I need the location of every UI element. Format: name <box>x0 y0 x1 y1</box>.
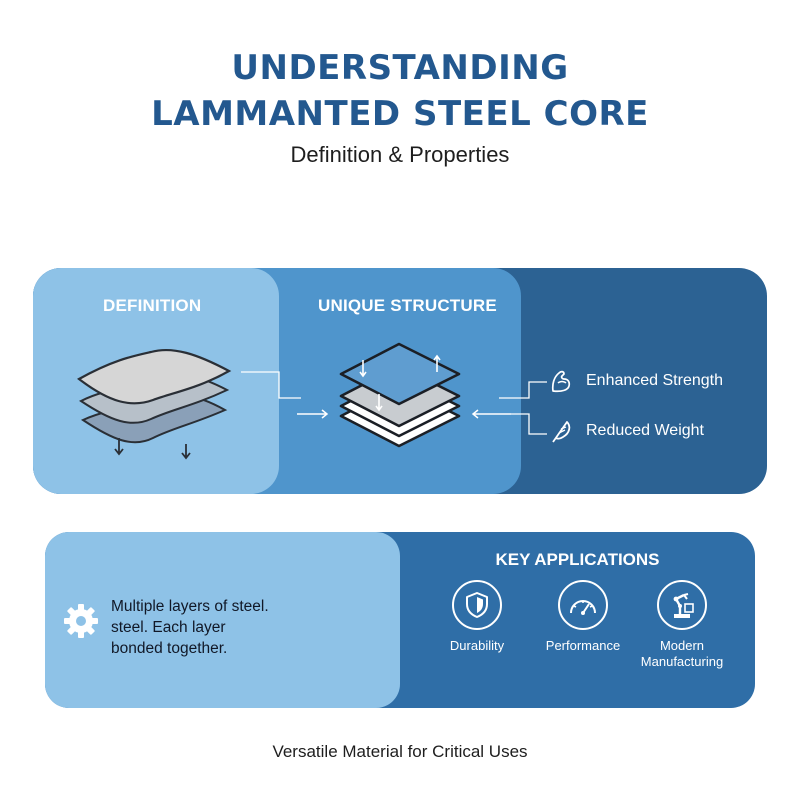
shield-icon <box>466 592 488 618</box>
flexed-arm-icon <box>551 370 571 393</box>
description-line: bonded together. <box>111 640 228 657</box>
benefit-label: Reduced Weight <box>586 422 704 439</box>
feather-icon <box>552 421 571 443</box>
definition-heading: DEFINITION <box>103 296 202 315</box>
application-label: Performance <box>545 638 621 653</box>
application-durability: Durability <box>422 580 532 654</box>
connector-line <box>241 371 301 399</box>
stacked-layers-icon <box>339 342 461 448</box>
benefit-enhanced-strength: Enhanced Strength <box>550 368 723 394</box>
description-pane <box>45 532 400 708</box>
gear-icon <box>64 604 98 638</box>
speedometer-icon <box>570 600 596 615</box>
structure-panel: DEFINITION UNIQUE STRUCTURE <box>33 268 767 494</box>
footer-tagline: Versatile Material for Critical Uses <box>272 742 528 761</box>
title-line-1: UNDERSTANDING <box>231 48 569 88</box>
wavy-sheets-icon <box>77 348 232 460</box>
applications-panel: Multiple layers of steel. steel. Each la… <box>45 532 755 708</box>
unique-structure-heading: UNIQUE STRUCTURE <box>318 296 497 315</box>
arrow-left-icon <box>471 409 511 419</box>
application-label: Modern Manufacturing <box>640 638 724 669</box>
application-label: Durability <box>449 638 505 653</box>
key-applications-heading: KEY APPLICATIONS <box>495 550 660 569</box>
benefit-label: Enhanced Strength <box>586 372 723 389</box>
structure-illustrations <box>77 342 547 460</box>
description-line: steel. Each layer <box>111 619 226 636</box>
connector-line <box>511 413 547 435</box>
arrow-right-icon <box>297 409 329 419</box>
application-modern-manufacturing: Modern Manufacturing <box>627 580 737 670</box>
description-text: Multiple layers of steel. steel. Each la… <box>111 596 391 659</box>
description-line: Multiple layers of steel. <box>111 598 269 615</box>
robot-arm-icon <box>673 593 694 618</box>
application-performance: Performance <box>528 580 638 654</box>
connector-line <box>499 381 547 399</box>
benefit-reduced-weight: Reduced Weight <box>550 418 704 444</box>
title-line-2: LAMMANTED STEEL CORE <box>151 94 649 134</box>
subtitle: Definition & Properties <box>290 142 510 167</box>
